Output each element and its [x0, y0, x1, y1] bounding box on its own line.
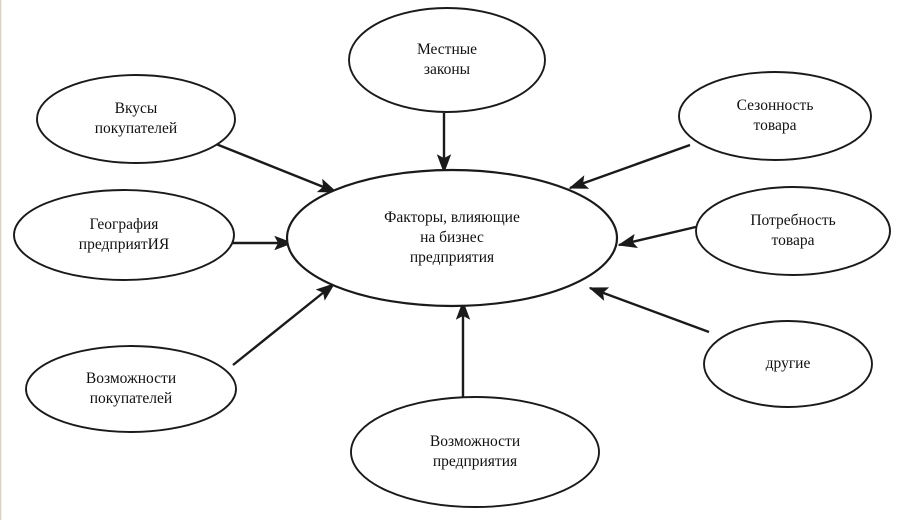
- edge-arrow: [588, 286, 710, 334]
- edge-arrow: [215, 142, 338, 194]
- nodes-layer: [13, 7, 891, 508]
- node-ellipse-geografiya-predpriyatiya[interactable]: [13, 189, 235, 281]
- node-ellipse-drugie[interactable]: [703, 320, 873, 408]
- node-ellipse-vozmozhnosti-predpriyatiya[interactable]: [350, 396, 600, 508]
- edge-arrow: [232, 283, 336, 366]
- edges-layer: [215, 113, 710, 398]
- edge-arrow: [617, 224, 701, 248]
- node-ellipse-vozmozhnosti-pokupateley[interactable]: [25, 345, 237, 433]
- left-page-border: [0, 0, 2, 520]
- edge-arrow: [568, 143, 691, 190]
- node-ellipse-vkusy-pokupateley[interactable]: [36, 74, 236, 164]
- node-ellipse-mestnye-zakony[interactable]: [348, 7, 546, 113]
- node-ellipse-sezonnost-tovara[interactable]: [678, 71, 872, 161]
- central-node-ellipse[interactable]: [285, 168, 619, 308]
- node-ellipse-potrebnost-tovara[interactable]: [695, 186, 891, 276]
